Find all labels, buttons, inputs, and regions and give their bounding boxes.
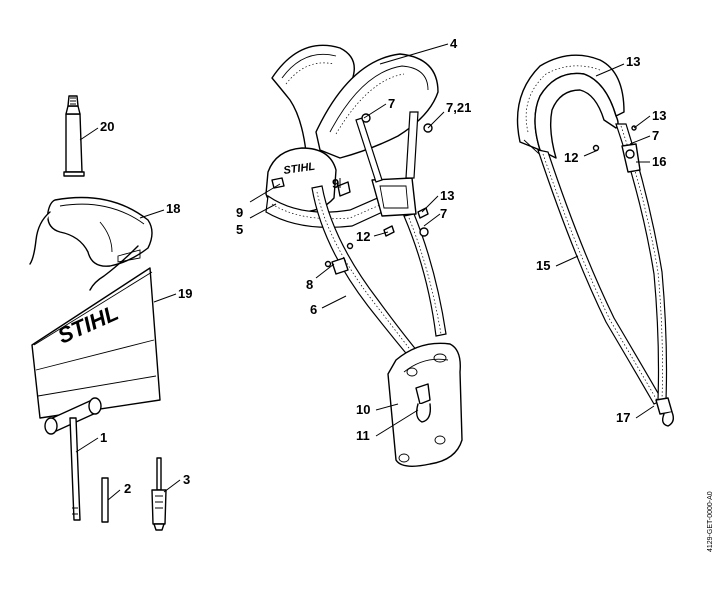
screwdriver [151,457,167,531]
pin [101,477,109,523]
document-id: 4129-GET-0000-A0 [707,491,714,552]
callout-2: 2 [124,481,131,496]
callout-6: 6 [310,302,317,317]
callout-11: 11 [356,428,370,443]
callout-10: 10 [356,402,370,417]
callout-7b: 7 [440,206,447,221]
tool-pouch: STIHL [31,267,161,419]
callout-9b: 9 [332,176,339,191]
callout-13a: 13 [440,188,454,203]
callout-20: 20 [100,119,114,134]
callout-3: 3 [183,472,190,487]
callout-labels: 20 18 19 1 2 3 4 7 7,21 9 13 9 7 5 12 8 … [100,36,666,496]
full-harness: STIHL [265,44,463,467]
callout-13b: 13 [652,108,666,123]
callout-14: 13 [626,54,640,69]
safety-glasses [29,196,153,291]
grease-tube [63,95,85,177]
callout-5: 5 [236,222,243,237]
callout-7c: 7 [652,128,659,143]
callout-8: 8 [306,277,313,292]
callout-16: 16 [652,154,666,169]
callout-12a: 12 [356,229,370,244]
callout-15: 15 [536,258,550,273]
callout-1: 1 [100,430,107,445]
combination-wrench [44,397,102,521]
callout-7-21: 7,21 [446,100,471,115]
callout-19: 19 [178,286,192,301]
callout-18: 18 [166,201,180,216]
callout-17: 17 [616,410,630,425]
leader-lines [75,43,655,501]
callout-4: 4 [450,36,458,51]
callout-7a: 7 [388,96,395,111]
shoulder-strap [516,54,675,427]
callout-9a: 9 [236,205,243,220]
harness-logo: STIHL [283,161,316,177]
callout-12b: 12 [564,150,578,165]
